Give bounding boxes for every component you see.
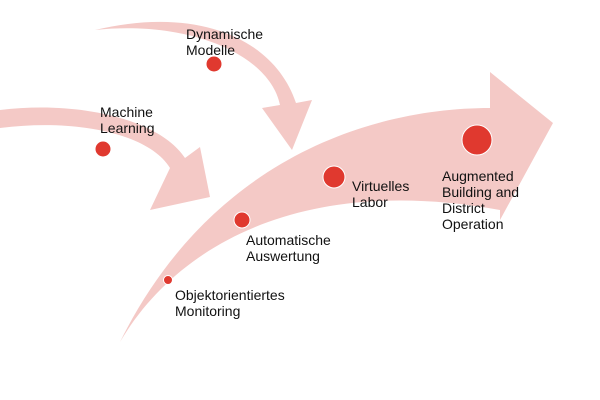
label-dynamische-modelle: Dynamische Modelle <box>186 26 264 58</box>
dot-automatische-auswertung <box>233 211 251 229</box>
label-machine-learning: Machine Learning <box>100 104 155 136</box>
label-augmented-building: Augmented Building and District Operatio… <box>442 168 520 232</box>
dot-dynamische-modelle <box>205 55 223 73</box>
dot-machine-learning <box>94 140 112 158</box>
dot-augmented-building <box>461 124 493 156</box>
label-automatische-auswertung: Automatische Auswertung <box>246 232 331 264</box>
label-objektorientiertes-monitoring: Objektorientiertes Monitoring <box>175 287 285 319</box>
dot-virtuelles-labor <box>322 165 346 189</box>
label-virtuelles-labor: Virtuelles Labor <box>352 178 410 210</box>
dot-objektorientiertes-monitoring <box>163 275 173 285</box>
arrow-machine-learning <box>0 107 210 210</box>
arrow-main <box>120 72 553 342</box>
arrow-dynamische-modelle <box>95 21 312 151</box>
